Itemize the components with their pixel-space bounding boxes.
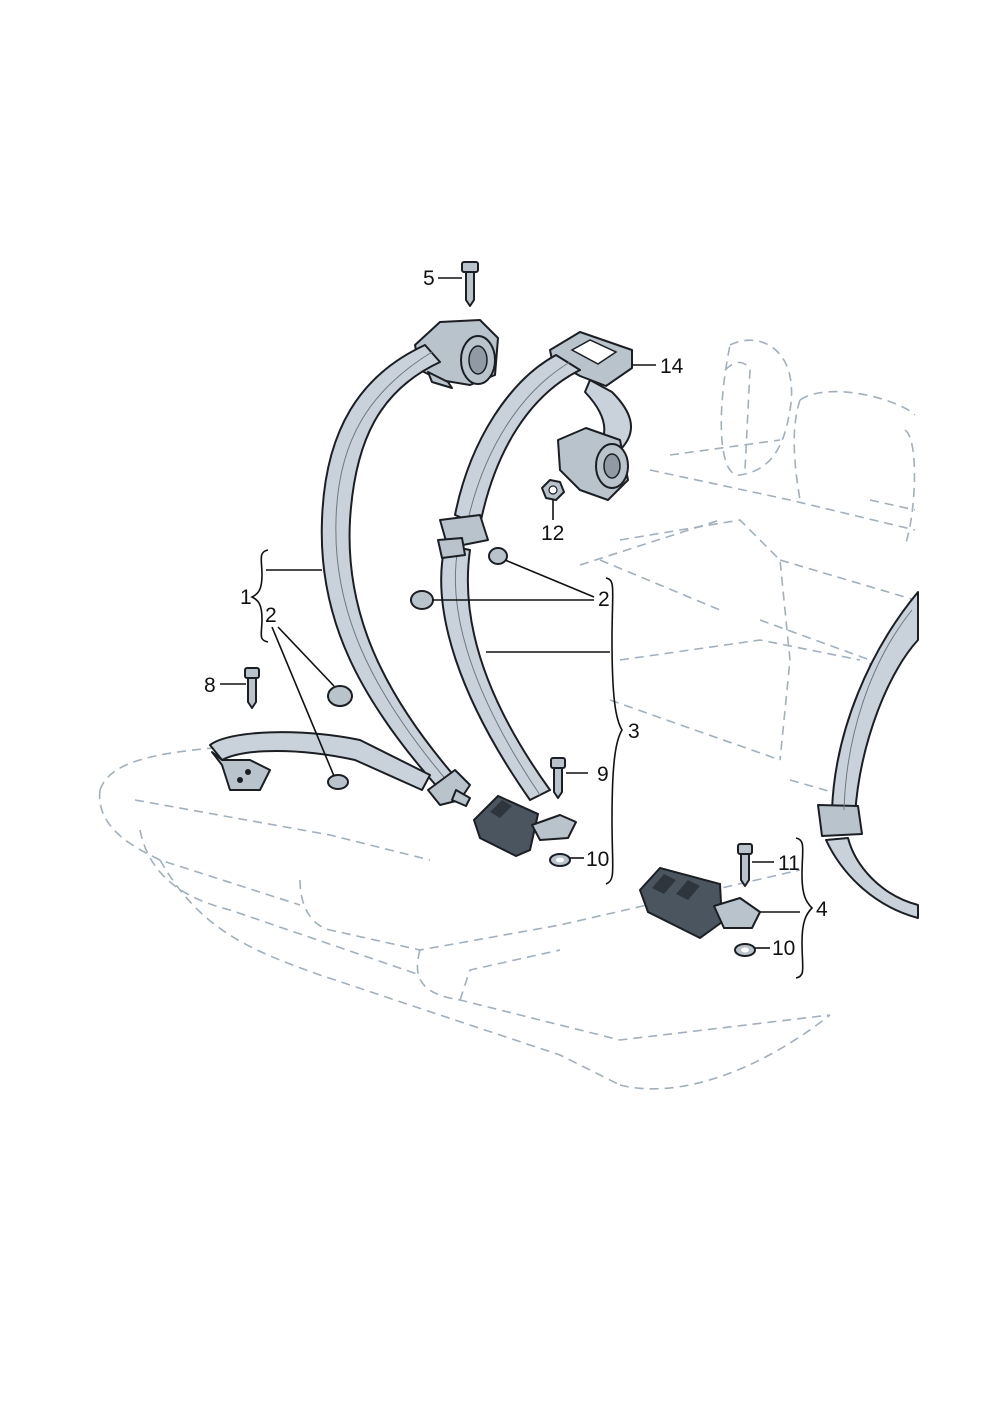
callout-9: 9 <box>597 763 609 786</box>
belt-slider-right <box>817 804 863 837</box>
callout-12: 12 <box>541 522 564 545</box>
buckle-assembly-right <box>638 843 761 957</box>
callout-8: 8 <box>204 674 216 697</box>
cap-2-left-top <box>327 685 353 707</box>
callout-labels: 5 14 12 1 2 2 8 3 9 10 11 4 10 <box>204 267 828 960</box>
belt-webbing-left <box>320 344 457 791</box>
bolt-9 <box>550 757 566 799</box>
belt-assembly-center <box>410 331 633 858</box>
callout-5: 5 <box>423 267 435 290</box>
callout-14: 14 <box>660 355 684 378</box>
callout-3: 3 <box>628 720 640 743</box>
anchor-plate-left <box>211 751 271 791</box>
callout-4: 4 <box>816 898 828 921</box>
lower-anchor-belt-left <box>209 731 431 791</box>
bolt-8 <box>244 667 260 709</box>
callout-10-right: 10 <box>772 937 795 960</box>
buckle-double-right <box>638 866 724 940</box>
belt-partial-right <box>817 591 919 919</box>
cap-2-left-bottom <box>327 774 349 790</box>
bolt-5 <box>461 261 479 307</box>
belt-assembly-left <box>209 319 499 807</box>
callout-1: 1 <box>240 586 252 609</box>
leader-lines <box>220 277 800 949</box>
callout-2-left: 2 <box>265 604 277 627</box>
callout-10-center: 10 <box>586 848 609 871</box>
cap-2-a <box>488 547 508 565</box>
seat-outline-phantom <box>99 339 916 1090</box>
cap-2-b <box>410 590 434 610</box>
bolt-11 <box>740 853 750 887</box>
braces <box>250 549 814 979</box>
callout-2-right: 2 <box>598 588 610 611</box>
buckle-center <box>472 794 540 858</box>
callout-11: 11 <box>778 852 800 875</box>
